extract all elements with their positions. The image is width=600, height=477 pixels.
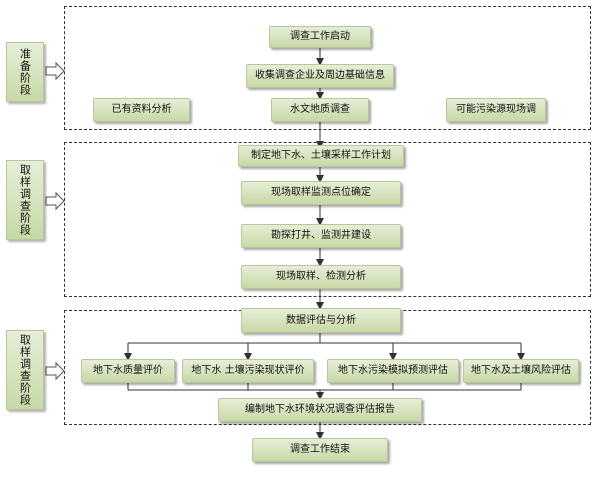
stage-label-prep-text: 准备阶段 bbox=[18, 48, 32, 96]
node-data-eval: 数据评估与分析 bbox=[241, 308, 401, 333]
node-report: 编制地下水环境状况调查评估报告 bbox=[218, 398, 422, 422]
node-hydro: 水文地质调查 bbox=[271, 98, 369, 122]
stage-label-sampling-text: 取样调查阶段 bbox=[18, 164, 32, 236]
node-points: 现场取样监测点位确定 bbox=[241, 181, 401, 205]
stage-label-evaluation-text: 取样调查阶段 bbox=[18, 334, 32, 406]
node-start: 调查工作启动 bbox=[269, 26, 371, 48]
prep-stage-frame bbox=[64, 6, 591, 130]
node-existing: 已有资料分析 bbox=[93, 98, 190, 122]
node-soil-status: 地下水 土壤污染现状评价 bbox=[182, 359, 314, 383]
stage-label-evaluation: 取样调查阶段 bbox=[6, 330, 44, 410]
stage-label-prep: 准备阶段 bbox=[6, 42, 44, 102]
node-collect: 收集调查企业及周边基础信息 bbox=[246, 64, 394, 88]
stage-label-sampling: 取样调查阶段 bbox=[6, 160, 44, 240]
node-gw-model: 地下水污染模拟预测评估 bbox=[327, 359, 459, 383]
node-plan: 制定地下水、土壤采样工作计划 bbox=[238, 145, 404, 167]
node-end: 调查工作结束 bbox=[252, 438, 388, 462]
node-sampling: 现场取样、检测分析 bbox=[241, 265, 401, 289]
node-pollution-site: 可能污染源现场调 bbox=[446, 98, 546, 122]
node-drilling: 勘探打井、监测井建设 bbox=[241, 224, 401, 248]
node-risk: 地下水及土壤风险评估 bbox=[463, 359, 579, 383]
sampling-stage-frame bbox=[64, 142, 591, 297]
node-gw-quality: 地下水质量评价 bbox=[81, 359, 175, 383]
